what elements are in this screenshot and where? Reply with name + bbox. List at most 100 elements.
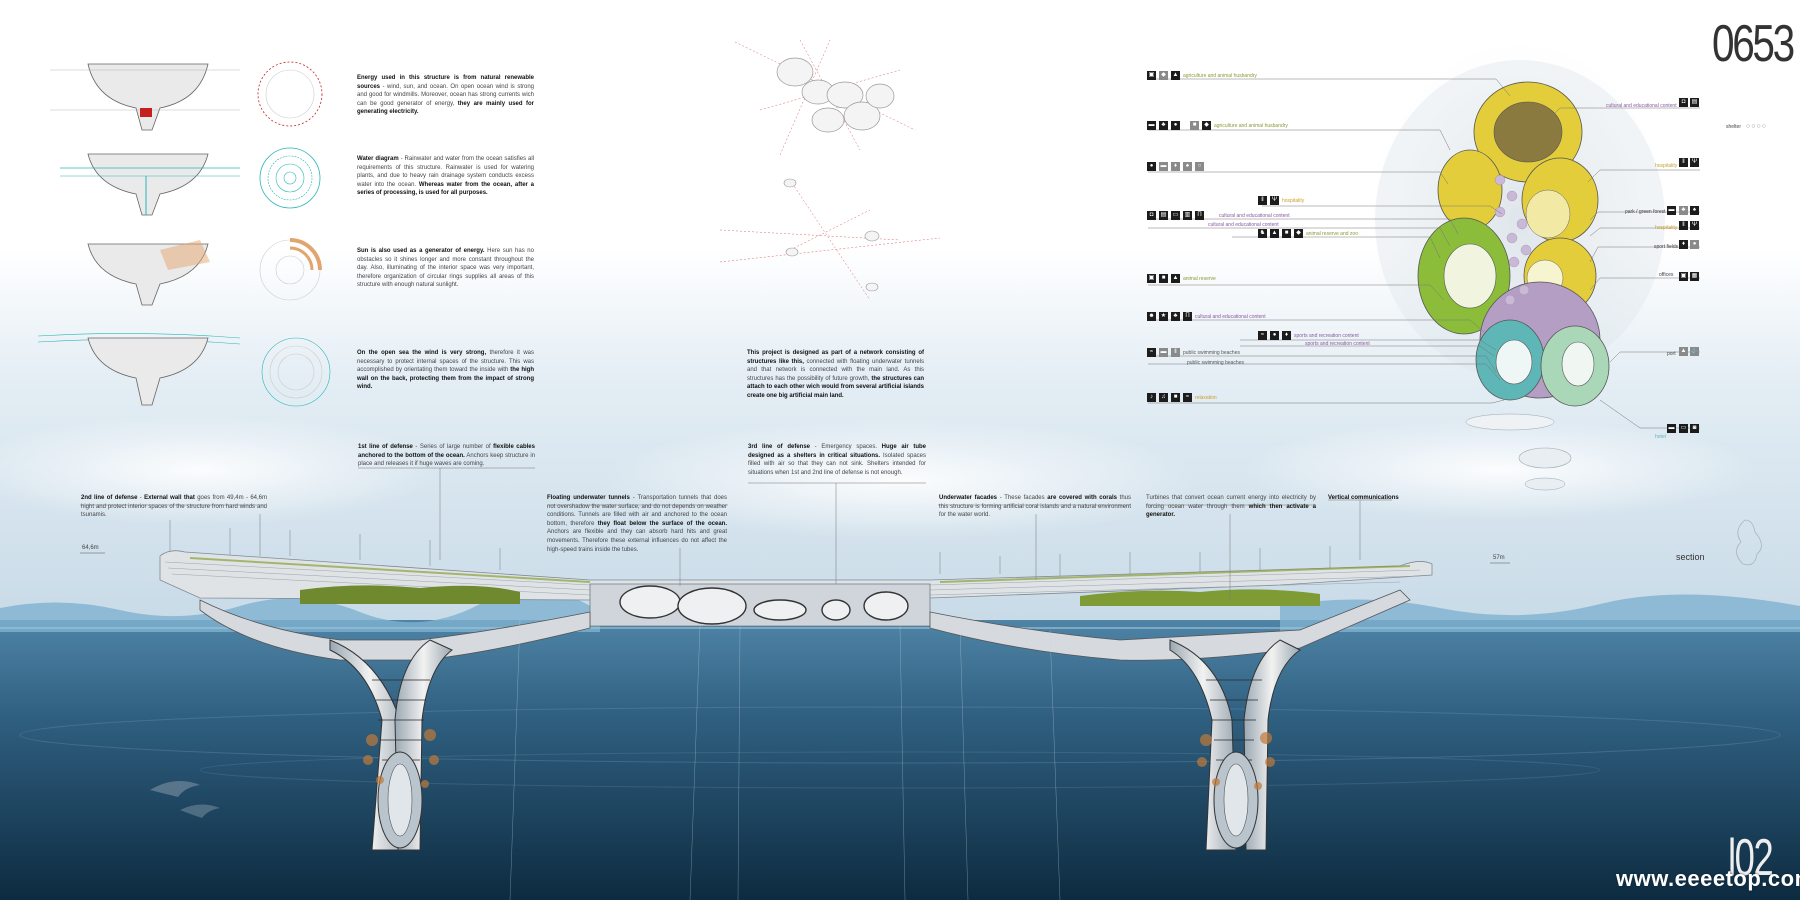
legend-label: animal reserve (1183, 275, 1216, 282)
sun-text: Sun is also used as a generator of energ… (357, 248, 534, 289)
soccer-icon: ● (1270, 331, 1279, 340)
legend-row: ▣ ◆ ▲ agriculture and animal husbandry (1147, 71, 1257, 80)
book-icon: ▤ (1159, 211, 1168, 220)
legend-label: sports and recreation content (1294, 332, 1359, 339)
tractor-icon: ▣ (1147, 71, 1156, 80)
key-icon: ◙ (1690, 424, 1699, 433)
legend-row: ♪ ♫ ■ ≈ relaxation (1147, 393, 1217, 402)
vertical-comm-callout: Vertical communications (1328, 495, 1399, 501)
facades-callout: Underwater facades - These facades are c… (939, 495, 1131, 519)
left-height-dimension: 64,6m (82, 545, 99, 551)
legend-right-label: port (1667, 351, 1676, 357)
legend-row: ♞ ▲ ■ ◆ animal reserve and zoo (1258, 229, 1358, 238)
legend-row: ≈ ▬ ǁ public swimming beaches (1147, 348, 1240, 357)
legend-right-label: hospitality (1655, 163, 1678, 169)
legend-row: ≈ ● ♦ sports and recreation content (1258, 331, 1359, 340)
deer-icon: ▲ (1171, 274, 1180, 283)
legend-right-label: hotel (1655, 434, 1666, 440)
office-icon: ▣ (1679, 272, 1688, 281)
swimmer-icon: ≈ (1258, 331, 1267, 340)
turbines-callout: Turbines that convert ocean current ener… (1146, 495, 1316, 519)
person-icon: ● (1147, 162, 1156, 171)
animal-icon: ● (1171, 121, 1180, 130)
legend-right-label: park / green forest (1625, 209, 1666, 215)
runner-icon: ♦ (1679, 240, 1688, 249)
legend-right-label: shelter (1726, 124, 1742, 130)
sheet-number: 0653 (1712, 15, 1795, 73)
plant-icon: ♣ (1159, 121, 1168, 130)
book-icon: ▤ (1690, 98, 1699, 107)
defense-2-callout: 2nd line of defense - External wall that… (81, 495, 267, 519)
legend-label: cultural and educational content (1195, 313, 1266, 320)
hotel-icon: ▬ (1667, 424, 1676, 433)
museum-icon: Π (1183, 312, 1192, 321)
runner-icon: ♦ (1282, 331, 1291, 340)
deer-icon: ▲ (1270, 229, 1279, 238)
bird-icon: ▲ (1171, 71, 1180, 80)
legend-row: ◘ ▤ ▭ ▥ Π cultural and educational conte… (1147, 211, 1290, 220)
legend-label: public swimming beaches (1183, 349, 1240, 356)
legend-row: ▣ ■ ▲ animal reserve (1147, 274, 1216, 283)
network-text: This project is designed as part of a ne… (747, 350, 924, 399)
legend-label: public swimming beaches (1187, 360, 1244, 366)
legend-right-label: offices (1659, 272, 1674, 278)
game-icon: ■ (1171, 393, 1180, 402)
star-icon: ★ (1159, 312, 1168, 321)
bench-icon: ▬ (1667, 206, 1676, 215)
fork-knife-icon: ǁ (1679, 221, 1688, 230)
beach-icon: ▬ (1159, 348, 1168, 357)
cutlery-icon: Ψ (1690, 158, 1699, 167)
museum-icon: Π (1195, 211, 1204, 220)
pig-icon: ■ (1190, 121, 1199, 130)
horse-icon: ♞ (1258, 229, 1267, 238)
elephant-icon: ■ (1282, 229, 1291, 238)
watermark: www.eeeetop.com (1616, 866, 1800, 891)
legend-label: sports and recreation content (1305, 341, 1370, 347)
family-icon: ♠ (1183, 162, 1192, 171)
legend-label: animal reserve and zoo (1306, 230, 1358, 237)
wind-text: On the open sea the wind is very strong,… (357, 350, 534, 391)
cow-icon: ◆ (1159, 71, 1168, 80)
fork-knife-icon: ǁ (1679, 158, 1688, 167)
legend-right-label: hospitality (1655, 225, 1678, 231)
music-icon: ♪ (1147, 393, 1156, 402)
boat-icon: ▲ (1679, 347, 1688, 356)
legend-label: hospitality (1282, 197, 1305, 204)
legend-row: ● ▬ ♦ ♠ ○ (1147, 162, 1204, 171)
legend-right-label: cultural and educational content (1606, 103, 1677, 109)
legend-label: relaxation (1195, 394, 1217, 401)
people-icon: ♣ (1171, 312, 1180, 321)
shelter-rings-icon: ○○○○ (1746, 123, 1767, 130)
elephant-icon: ■ (1159, 274, 1168, 283)
walk-icon: ♦ (1171, 162, 1180, 171)
theater-icon: ◘ (1679, 98, 1688, 107)
anchor-icon: ⚓ (1690, 347, 1699, 356)
section-label: section (1676, 552, 1705, 562)
energy-text: Energy used in this structure is from na… (357, 75, 534, 116)
note-icon: ♫ (1159, 393, 1168, 402)
bed-icon: ▬ (1159, 162, 1168, 171)
fork-knife-icon: ǁ (1258, 196, 1267, 205)
defense-3-callout: 3rd line of defense - Emergency spaces. … (748, 444, 927, 476)
legend-right-label: sport fields (1654, 244, 1679, 250)
swim-icon: ≈ (1147, 348, 1156, 357)
desk-icon: ▦ (1690, 272, 1699, 281)
wave-icon: ≈ (1183, 393, 1192, 402)
legend-label: agriculture and animal husbandry (1214, 122, 1288, 129)
cutlery-icon: Ψ (1270, 196, 1279, 205)
mask-icon: ☻ (1147, 312, 1156, 321)
legend-row: ☻ ★ ♣ Π cultural and educational content (1147, 312, 1266, 321)
plant-icon: ♠ (1690, 206, 1699, 215)
water-text: Water diagram - Rainwater and water from… (357, 156, 534, 197)
cutlery-icon: Ψ (1690, 221, 1699, 230)
building-icon: ▣ (1147, 274, 1156, 283)
legend-label: cultural and educational content (1219, 212, 1290, 219)
shower-icon: ǁ (1171, 348, 1180, 357)
library-icon: ▥ (1183, 211, 1192, 220)
right-height-dimension: 57m (1493, 555, 1505, 561)
tree-icon: ♣ (1679, 206, 1688, 215)
defense-1-callout: 1st line of defense - Series of large nu… (358, 444, 535, 468)
legend-row: ▬ ♣ ● ■ ◆ agriculture and animal husband… (1147, 121, 1288, 130)
